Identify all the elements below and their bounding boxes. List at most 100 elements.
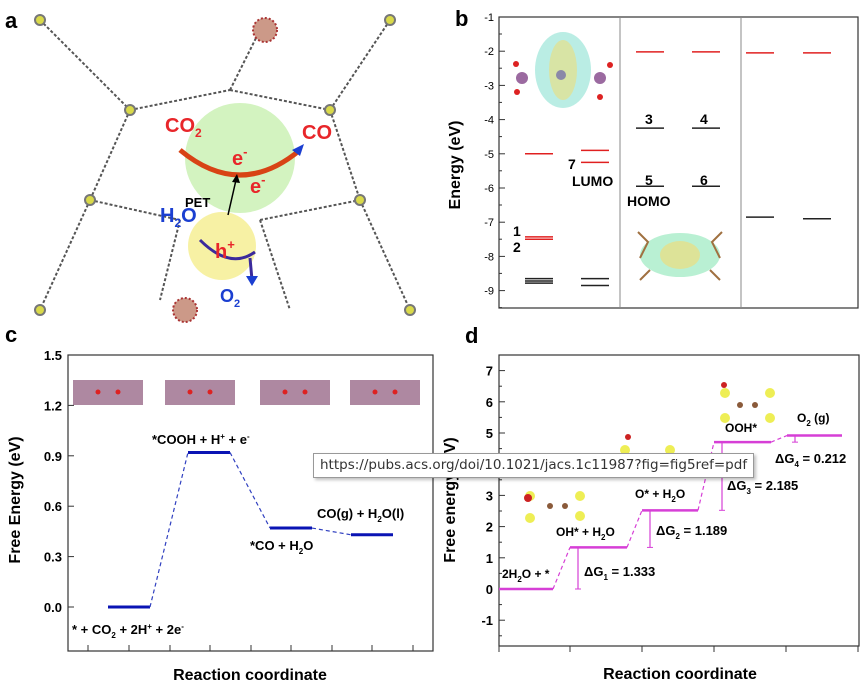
pet-label: PET [185, 195, 210, 210]
y-tick-label: -7 [484, 217, 494, 229]
hole-label: h+ [215, 237, 235, 263]
link-tooltip: https://pubs.acs.org/doi/10.1021/jacs.1c… [313, 453, 755, 478]
step-label: O2 (g) [797, 411, 829, 428]
lumo-label: LUMO [572, 173, 613, 189]
y-tick-label: -6 [484, 183, 494, 195]
framework-linker [229, 89, 331, 111]
delta-g-label: ΔG2 = 1.189 [656, 523, 727, 541]
y-tick-label: 3 [486, 488, 493, 503]
level-label-1: 1 [513, 223, 521, 239]
panel-c: c 0.00.30.60.91.21.5 Free Energy (eV) Re… [5, 322, 434, 684]
atom [115, 389, 121, 395]
molecule-structures [524, 382, 775, 523]
connector [149, 452, 189, 608]
y-tick-label: 0 [486, 582, 493, 597]
y-tick-label: 1.2 [44, 398, 62, 413]
atom [187, 389, 193, 395]
connector [626, 510, 643, 548]
electron-label: e- [232, 144, 247, 170]
y-tick-label: -2 [484, 46, 494, 58]
y-tick-label: 7 [486, 364, 493, 379]
y-tick-label: 1 [486, 551, 493, 566]
plot-frame [498, 16, 859, 309]
framework-linker [89, 199, 181, 221]
atom [372, 389, 378, 395]
y-tick-label: 0.3 [44, 550, 62, 565]
y-axis-title: Free Energy (eV) [7, 436, 24, 563]
arrow-head-icon [232, 174, 240, 183]
level-label-7: 7 [568, 156, 576, 172]
step-label: 2H2O + * [502, 567, 550, 584]
y-tick-label: 0.6 [44, 499, 62, 514]
panel-label-d: d [465, 323, 478, 348]
step-label: OH* + H2O [556, 525, 615, 542]
level-label-6: 6 [700, 172, 708, 188]
x-axis-title: Reaction coordinate [173, 667, 327, 684]
framework-linker [39, 199, 91, 311]
step-label: O* + H2O [635, 487, 685, 504]
y-tick-label: 0.0 [44, 600, 62, 615]
framework-linker [129, 89, 231, 111]
step-label: CO(g) + H2O(l) [317, 506, 404, 524]
atom [95, 389, 101, 395]
connector [552, 547, 571, 590]
y-tick-label: -9 [484, 286, 494, 298]
framework-node [124, 104, 136, 116]
delta-g-label: ΔG3 = 2.185 [727, 478, 798, 496]
framework-linker [329, 19, 391, 111]
cof-framework-illustration [34, 14, 416, 323]
framework-linker [89, 109, 131, 201]
surface-slab [73, 380, 143, 405]
panel-label-a: a [5, 8, 18, 33]
panel-label-b: b [455, 6, 468, 31]
electron-arrow [178, 148, 302, 178]
y-tick-label: 0.9 [44, 449, 62, 464]
arrow-head-icon [246, 276, 258, 286]
step-label: *CO + H2O [250, 538, 313, 556]
level-label-3: 3 [645, 111, 653, 127]
framework-node [84, 194, 96, 206]
delta-g-label: ΔG1 = 1.333 [584, 564, 655, 582]
atom [282, 389, 288, 395]
y-tick-label: 2 [486, 520, 493, 535]
framework-linker [329, 109, 361, 201]
connector [229, 452, 271, 529]
step-label: * + CO2 + 2H+ + 2e- [72, 622, 184, 640]
cluster-node [252, 17, 278, 43]
plot-frame [498, 354, 860, 647]
connector [770, 434, 788, 443]
cluster-node [172, 297, 198, 323]
co2-label: CO2 [165, 115, 202, 140]
molecule-orbital-lumo [513, 32, 613, 108]
y-tick-label: 5 [486, 426, 493, 441]
atom [302, 389, 308, 395]
homo-label: HOMO [627, 193, 671, 209]
y-tick-label: -5 [484, 149, 494, 161]
co-label: CO [302, 122, 332, 144]
panel-b: b -1-2-3-4-5-6-7-8-9 Energy (eV) 1 2 7 L… [447, 6, 859, 309]
surface-structures [73, 380, 420, 405]
yellow-glow [188, 212, 256, 280]
step-label: *COOH + H+ + e- [152, 432, 250, 447]
framework-linker [39, 19, 131, 111]
y-tick-label: -3 [484, 80, 494, 92]
y-tick-label: -4 [484, 115, 494, 127]
h2o-label: H2O [160, 205, 197, 230]
x-axis-title: Reaction coordinate [603, 666, 757, 683]
surface-slab [165, 380, 235, 405]
framework-node [384, 14, 396, 26]
y-axis-title: Energy (eV) [447, 121, 464, 210]
y-tick-label: 6 [486, 395, 493, 410]
framework-node [354, 194, 366, 206]
level-label-2: 2 [513, 239, 521, 255]
framework-linker [259, 219, 291, 311]
framework-node [324, 104, 336, 116]
level-label-4: 4 [700, 111, 708, 127]
connector [311, 527, 352, 536]
y-tick-label: -1 [481, 613, 493, 628]
o2-label: O2 [220, 286, 240, 310]
molecule-orbital-homo [637, 231, 723, 281]
framework-linker [259, 199, 361, 221]
y-tick-label: 1.5 [44, 348, 62, 363]
